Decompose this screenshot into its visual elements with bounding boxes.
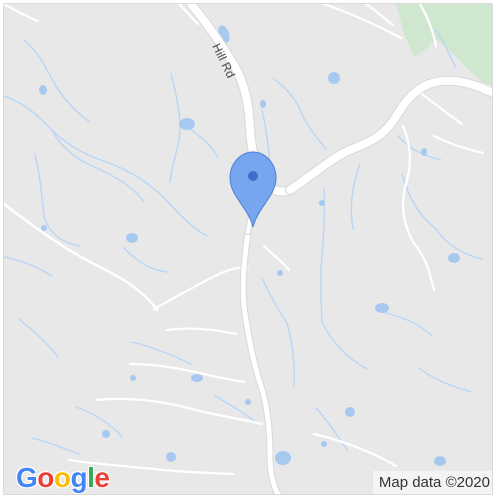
secondary-roads bbox=[4, 4, 485, 476]
google-logo: G o o g l e bbox=[16, 462, 124, 494]
google-logo-letter-g: G bbox=[16, 462, 38, 493]
map-marker[interactable] bbox=[229, 151, 277, 228]
google-logo-letter-o-2: o bbox=[53, 462, 71, 493]
map-attribution: Map data ©2020 bbox=[372, 471, 492, 494]
map-frame[interactable]: Hill Rd G o o g l e Map data ©2020 bbox=[3, 3, 493, 495]
google-logo-letter-o-1: o bbox=[37, 462, 54, 493]
map-canvas[interactable]: Hill Rd bbox=[4, 4, 493, 495]
main-roads bbox=[186, 4, 492, 494]
google-logo-letter-l: l bbox=[87, 462, 95, 493]
google-logo-letter-e: e bbox=[94, 462, 110, 493]
map-pin-center bbox=[248, 171, 258, 181]
google-logo-letter-g-2: g bbox=[70, 462, 88, 493]
map-pin-icon bbox=[229, 151, 277, 228]
